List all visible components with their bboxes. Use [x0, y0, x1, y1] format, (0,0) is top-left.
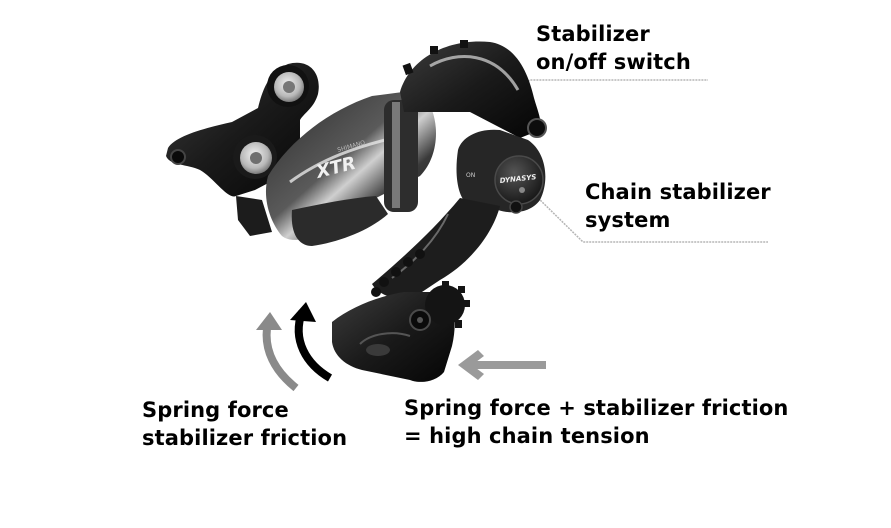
- stabilizer-friction-arrow: [290, 302, 333, 382]
- callout-line: stabilizer friction: [142, 426, 348, 450]
- callout-line: Spring force: [142, 398, 289, 422]
- dynasys-logo: DYNASYS: [499, 173, 536, 185]
- pulley-wheel: [409, 281, 470, 331]
- callout-line: on/off switch: [536, 50, 691, 74]
- callout-stabilizer-switch: Stabilizer on/off switch: [536, 20, 691, 76]
- callout-chain-stabilizer-system: Chain stabilizer system: [585, 178, 771, 234]
- spring-force-arrow: [256, 312, 299, 392]
- callout-line: = high chain tension: [404, 424, 650, 448]
- callout-line: Stabilizer: [536, 22, 650, 46]
- bracket-hole: [170, 149, 186, 165]
- derailleur-image: XTR SHIMANO ON DYNASYS: [166, 40, 547, 382]
- callout-line: Spring force + stabilizer friction: [404, 396, 789, 420]
- switch-marking: ON: [466, 172, 475, 179]
- stabilizer-cover: [400, 41, 541, 138]
- leader-line-system: [535, 195, 768, 243]
- callout-line: system: [585, 208, 671, 232]
- callout-spring-force: Spring force stabilizer friction: [142, 396, 347, 452]
- cage-arm: [372, 198, 500, 300]
- callout-high-chain-tension: Spring force + stabilizer friction = hig…: [404, 394, 788, 450]
- callout-line: Chain stabilizer: [585, 180, 771, 204]
- chain-tension-arrow: [458, 350, 546, 380]
